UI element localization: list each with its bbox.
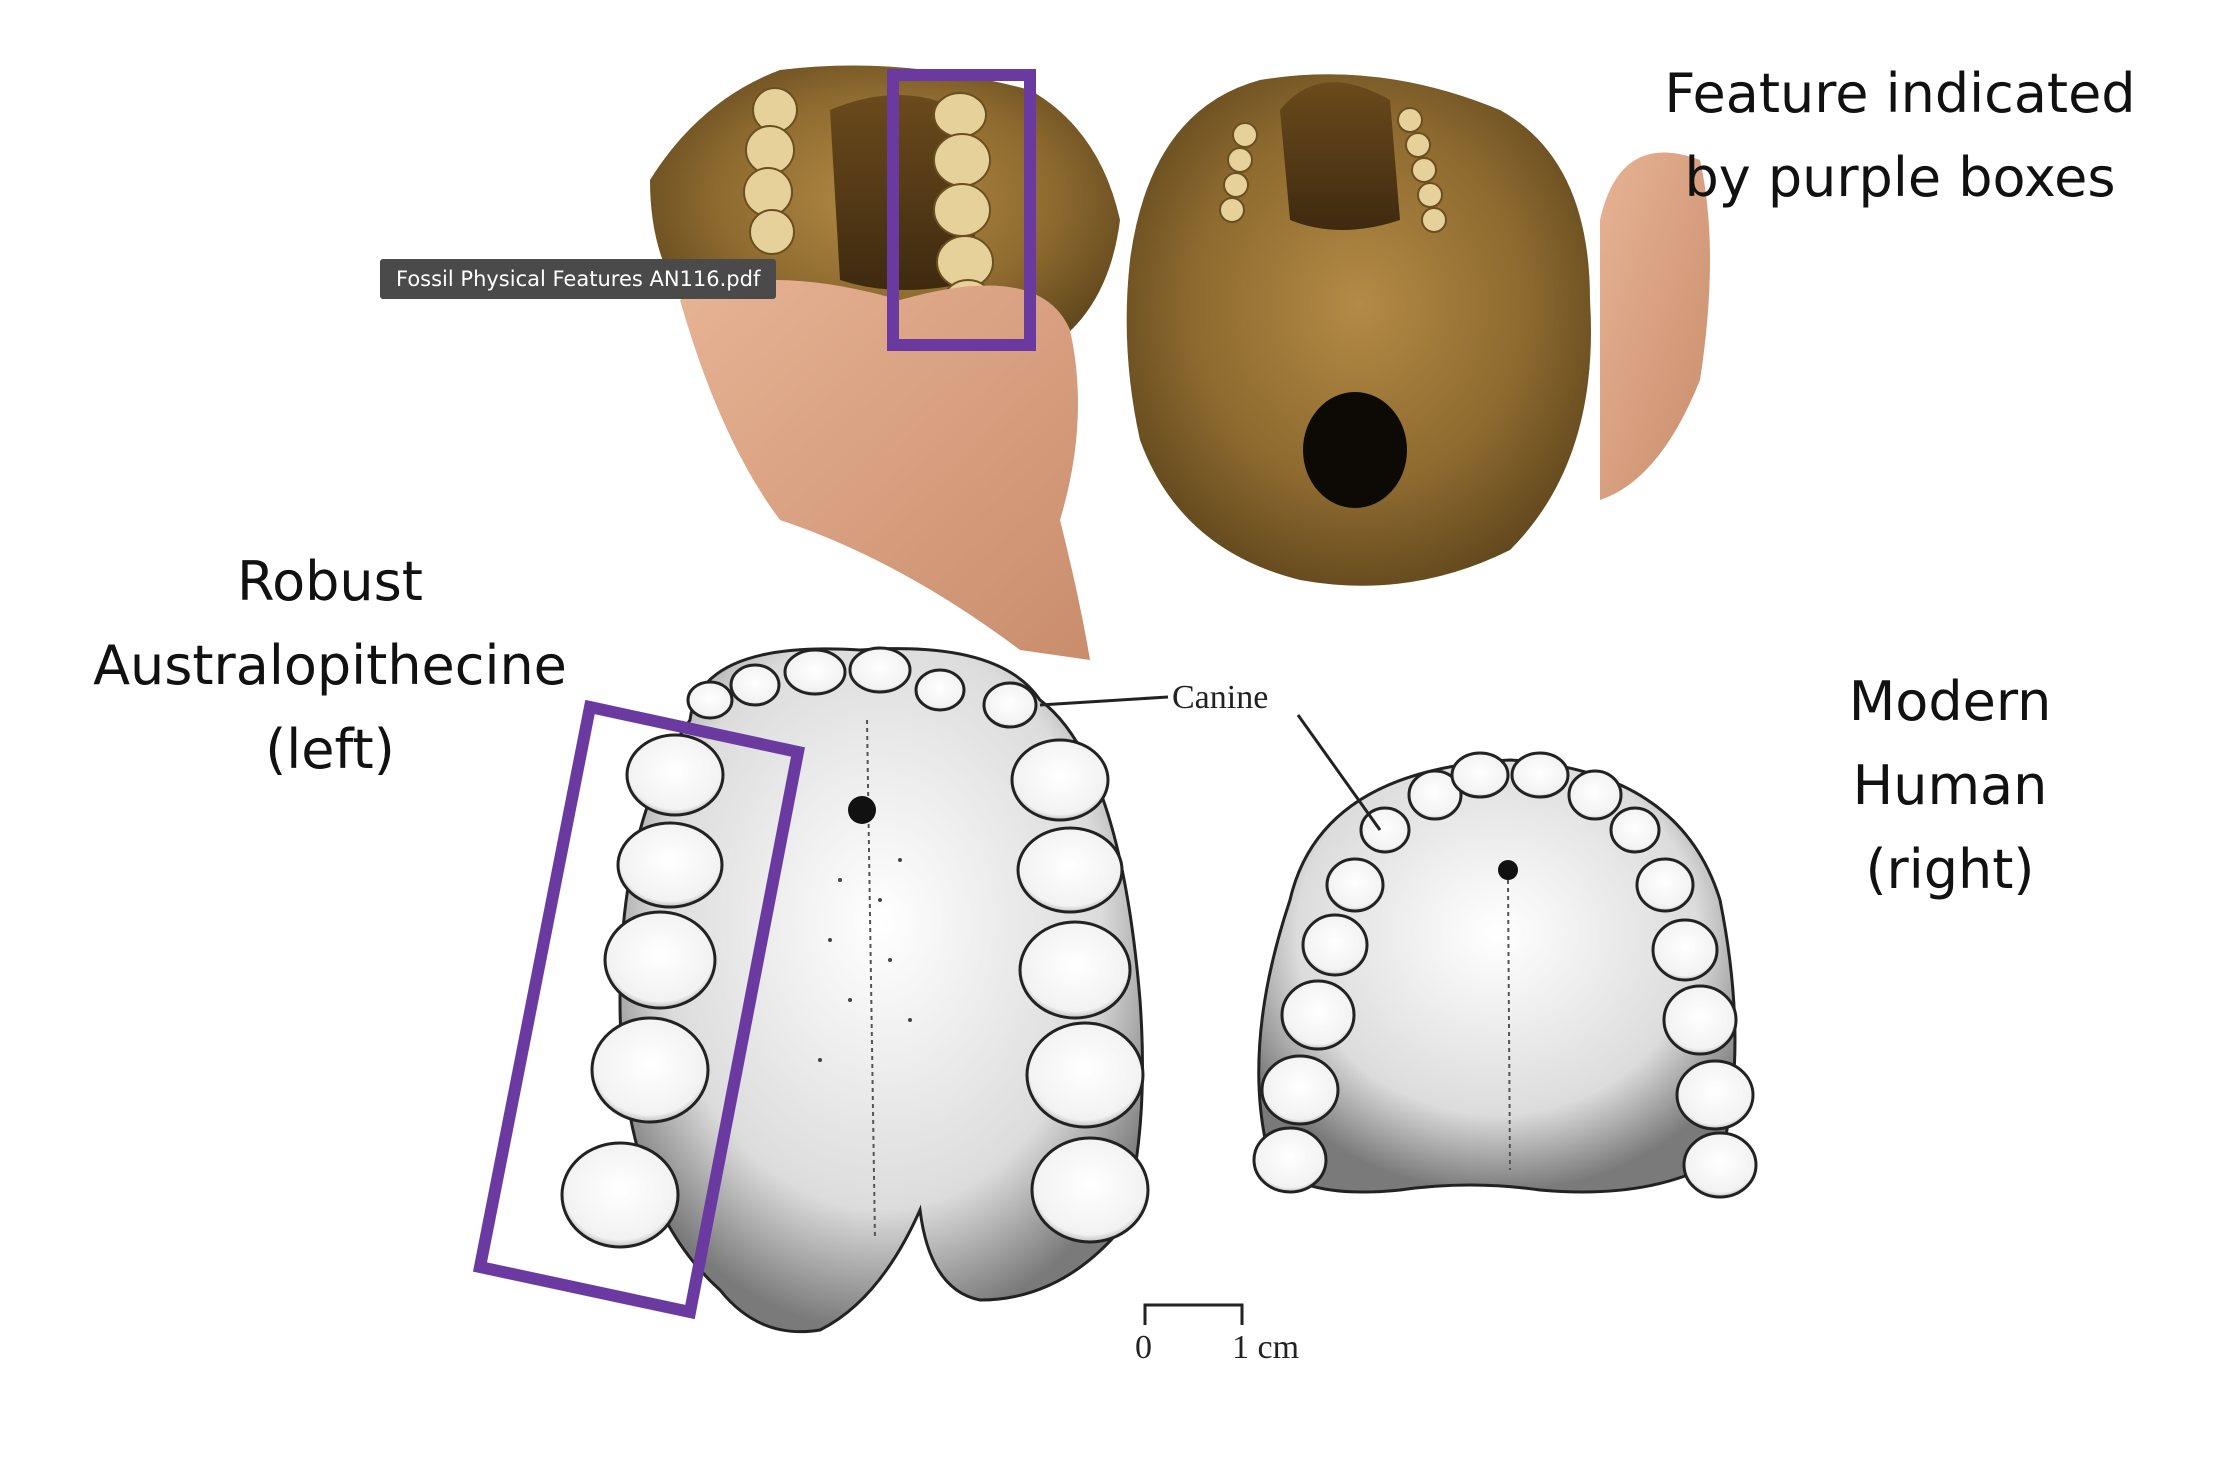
australopithecine-palate-drawing (560, 646, 1150, 1334)
robust-label-line-2: Australopithecine (93, 634, 567, 697)
scale-bar (1143, 1303, 1244, 1325)
canine-leader-left (1039, 695, 1169, 707)
modern-label-line-2: Human (1852, 754, 2048, 817)
feature-heading-line-1: Feature indicated (1664, 62, 2136, 125)
foramen-magnum (1303, 392, 1407, 508)
modern-human-palate-drawing (1252, 751, 1758, 1199)
file-tooltip: Fossil Physical Features AN116.pdf (380, 259, 777, 299)
robust-label-line-3: (left) (265, 718, 395, 781)
scale-one-label: 1 cm (1232, 1329, 1299, 1366)
robust-australopithecine-label: Robust Australopithecine (left) (70, 540, 590, 792)
modern-label-line-1: Modern (1848, 670, 2052, 733)
canine-label: Canine (1172, 679, 1268, 716)
hand-left (680, 280, 1090, 660)
feature-heading: Feature indicated by purple boxes (1620, 52, 2180, 220)
robust-label-line-1: Robust (237, 550, 423, 613)
highlight-box-drawing (472, 699, 806, 1320)
fossil-photo-right (1126, 74, 1710, 586)
modern-human-label: Modern Human (right) (1790, 660, 2110, 912)
canine-leader-right (1296, 714, 1382, 831)
highlight-box-photo (887, 69, 1036, 351)
modern-label-line-3: (right) (1865, 838, 2035, 901)
feature-heading-line-2: by purple boxes (1684, 146, 2116, 209)
scale-zero-label: 0 (1135, 1329, 1152, 1366)
